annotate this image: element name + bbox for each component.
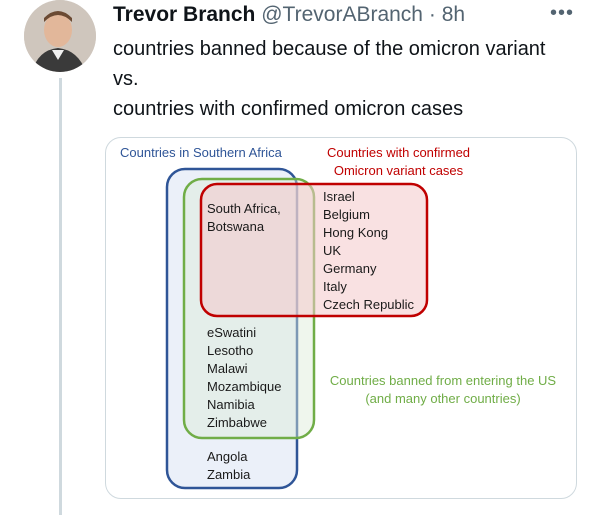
country-name: Hong Kong [323,225,389,240]
country-name: Germany [323,261,377,276]
country-name: Malawi [207,361,248,376]
country-name: Lesotho [207,343,254,358]
country-name: Israel [323,189,355,204]
avatar[interactable] [24,0,96,72]
country-name: South Africa, [207,201,281,216]
country-name: Belgium [323,207,370,222]
country-name: Mozambique [207,379,282,394]
thread-line [59,78,62,515]
author-name[interactable]: Trevor Branch [113,3,256,26]
tweet-text-line: countries with confirmed omicron cases [113,98,464,120]
venn-shapes [165,167,429,490]
confirmed-only-countries: Israel Belgium Hong Kong UK Germany Ital… [323,188,414,314]
author-handle[interactable]: @TrevorABranch [261,3,423,26]
tweet-header: Trevor Branch @TrevorABranch · 8h [113,2,465,28]
avatar-photo [24,0,96,72]
confirmed-label-line: Countries with confirmed [326,145,471,160]
tweet-text-line: countries banned because of the omicron … [113,38,546,60]
country-name: UK [323,243,342,258]
tweet-text: countries banned because of the omicron … [113,34,546,124]
banned-label-line: (and many other countries) [365,391,521,406]
country-name: Namibia [207,397,255,412]
country-name: Italy [323,279,347,294]
overlap-countries: South Africa, Botswana [207,200,281,236]
confirmed-label-line: Omicron variant cases [333,163,464,178]
country-name: Botswana [207,219,265,234]
southern-africa-label: Countries in Southern Africa [120,145,282,160]
country-name: Czech Republic [323,297,415,312]
confirmed-cases-label: Countries with confirmed Omicron variant… [316,144,481,180]
southern-only-countries: Angola Zambia [207,448,250,484]
country-name: Angola [207,449,248,464]
country-name: Zimbabwe [207,415,267,430]
banned-label-line: Countries banned from entering the US [329,373,557,388]
more-options-icon[interactable]: ••• [550,2,575,24]
tweet-text-line: vs. [113,68,139,90]
confirmed-cases-box [199,182,429,318]
banned-label: Countries banned from entering the US (a… [318,372,568,408]
country-name: Zambia [207,467,251,482]
separator-dot: · [428,3,436,26]
banned-southern-countries: eSwatini Lesotho Malawi Mozambique Namib… [207,324,281,432]
tweet-media-venn-diagram[interactable]: Countries in Southern Africa Countries w… [105,137,577,499]
country-name: eSwatini [207,325,257,340]
tweet-time[interactable]: 8h [441,3,466,26]
